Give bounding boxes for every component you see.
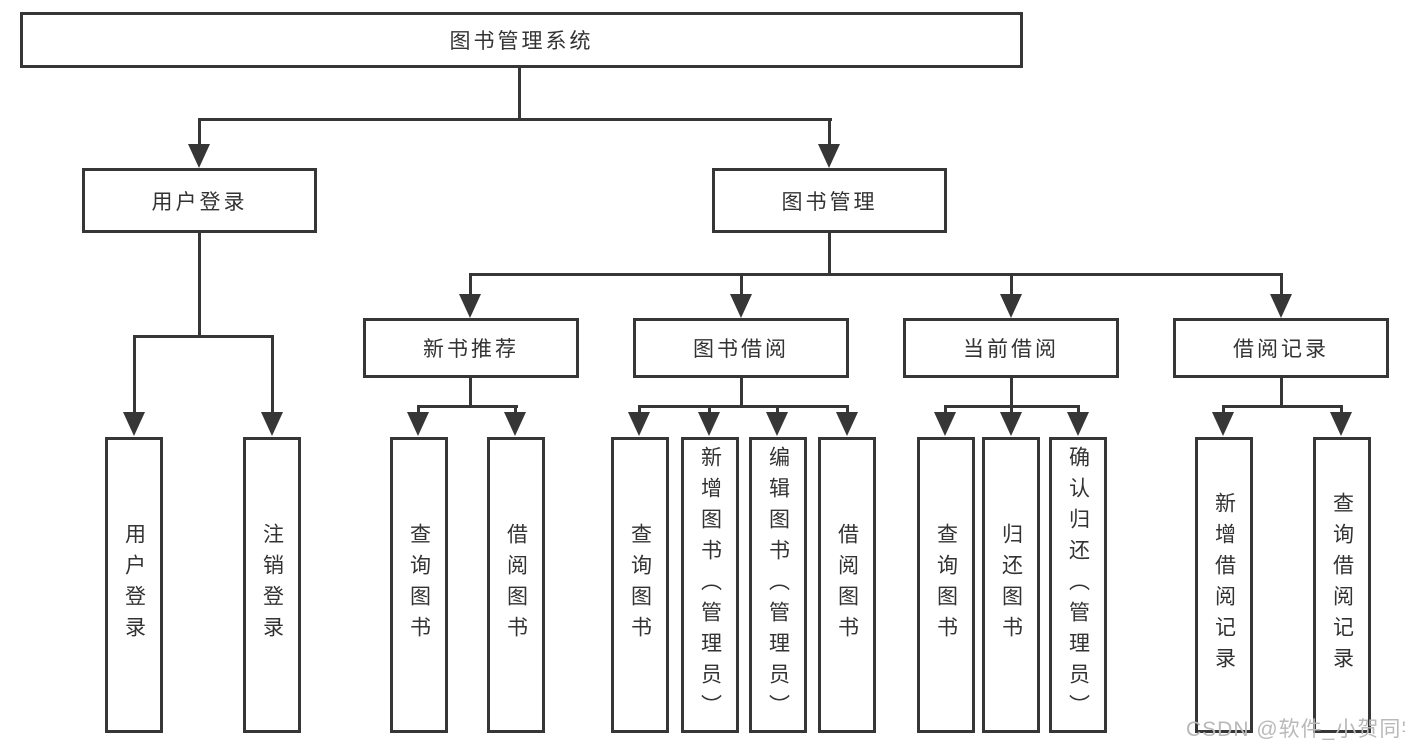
arrowhead-leaf-login [123, 412, 145, 436]
connector-stem-recommend-query [417, 405, 420, 415]
arrowhead-records-query [1330, 412, 1352, 436]
leaf-user-login: 用户登录 [105, 437, 163, 733]
arrowhead-borrow-edit [766, 412, 788, 436]
leaf-current-query-books: 查询图书 [917, 437, 975, 733]
connector-book-management-stem [828, 233, 831, 276]
arrowhead-recommend-query [407, 412, 429, 436]
arrowhead-user-login [188, 144, 210, 168]
arrowhead-borrowing-records [1270, 294, 1292, 318]
connector-stem-current-borrowing [1010, 273, 1013, 296]
connector-stem-leaf-logout [271, 335, 274, 415]
connector-recommend-stem [469, 378, 472, 408]
connector-user-login-distributor [133, 335, 274, 338]
connector-current-stem [1010, 378, 1013, 408]
connector-borrowing-stem [740, 378, 743, 408]
connector-stem-records-add [1222, 405, 1225, 415]
leaf-current-return-books: 归还图书 [982, 437, 1040, 733]
connector-records-distributor [1222, 405, 1343, 408]
connector-stem-current-return [1010, 405, 1013, 415]
connector-book-management-distributor [469, 273, 1283, 276]
arrowhead-current-confirm [1067, 412, 1089, 436]
leaf-borrow-borrow-books: 借阅图书 [818, 437, 876, 733]
leaf-recommend-borrow-books: 借阅图书 [487, 437, 545, 733]
arrowhead-book-borrowing [730, 294, 752, 318]
connector-root-distributor [198, 118, 832, 121]
leaf-borrow-edit-books-admin: 编辑图书（管理员） [749, 437, 807, 733]
connector-stem-borrow-query [638, 405, 641, 415]
connector-stem-records-query [1340, 405, 1343, 415]
arrowhead-new-book-recommendation [459, 294, 481, 318]
connector-stem-borrow-add [708, 405, 711, 415]
leaf-current-confirm-return-admin: 确认归还（管理员） [1049, 437, 1107, 733]
leaf-borrow-query-books: 查询图书 [611, 437, 669, 733]
connector-stem-leaf-login [133, 335, 136, 415]
arrowhead-current-query [934, 412, 956, 436]
arrowhead-borrow-query [628, 412, 650, 436]
csdn-watermark: CSDN @软件_小贺同学 [1186, 718, 1405, 741]
connector-stem-borrow-borrow [846, 405, 849, 415]
connector-stem-current-query [944, 405, 947, 415]
arrowhead-current-borrowing [1000, 294, 1022, 318]
leaf-records-query-record: 查询借阅记录 [1313, 437, 1371, 733]
node-book-management: 图书管理 [712, 168, 947, 233]
connector-stem-book-borrowing [740, 273, 743, 296]
connector-user-login-stem [198, 233, 201, 338]
leaf-recommend-query-books: 查询图书 [390, 437, 448, 733]
connector-stem-current-confirm [1077, 405, 1080, 415]
arrowhead-borrow-add [698, 412, 720, 436]
arrowhead-recommend-borrow [504, 412, 526, 436]
node-current-borrowing: 当前借阅 [903, 318, 1119, 378]
node-user-login: 用户登录 [82, 168, 317, 233]
connector-stem-book-management [828, 118, 831, 146]
leaf-logout: 注销登录 [243, 437, 301, 733]
node-library-management-system: 图书管理系统 [20, 12, 1023, 68]
connector-records-stem [1280, 378, 1283, 408]
node-book-borrowing: 图书借阅 [633, 318, 849, 378]
connector-stem-borrowing-records [1280, 273, 1283, 296]
arrowhead-records-add [1212, 412, 1234, 436]
connector-stem-borrow-edit [776, 405, 779, 415]
arrowhead-book-management [818, 144, 840, 168]
node-new-book-recommendation: 新书推荐 [363, 318, 579, 378]
connector-stem-recommend-borrow [514, 405, 517, 415]
arrowhead-current-return [1000, 412, 1022, 436]
connector-stem-new-book-recommendation [469, 273, 472, 296]
arrowhead-borrow-borrow [836, 412, 858, 436]
connector-borrowing-distributor [638, 405, 849, 408]
connector-recommend-distributor [417, 405, 518, 408]
node-borrowing-records: 借阅记录 [1173, 318, 1389, 378]
leaf-records-add-record: 新增借阅记录 [1195, 437, 1253, 733]
leaf-borrow-add-books-admin: 新增图书（管理员） [681, 437, 739, 733]
connector-root-stem [518, 68, 521, 121]
connector-stem-user-login [198, 118, 201, 146]
arrowhead-leaf-logout [261, 412, 283, 436]
